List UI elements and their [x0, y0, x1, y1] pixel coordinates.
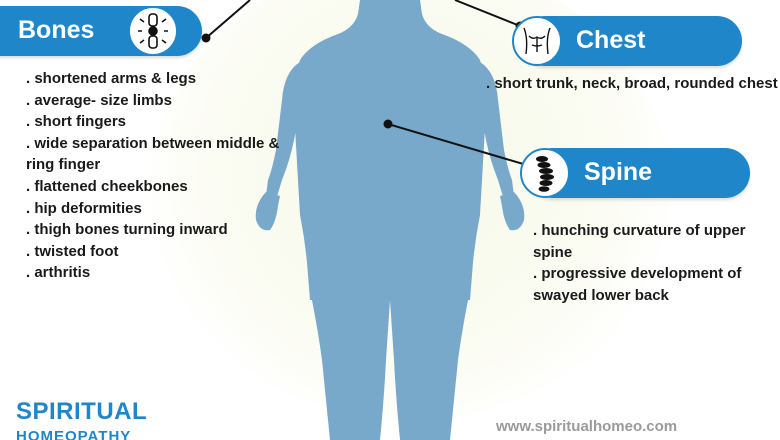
- chest-title: Chest: [576, 26, 646, 54]
- spine-list: . hunching curvature of upper spine . pr…: [533, 220, 773, 306]
- brand-subname: HOMEOPATHY: [16, 428, 132, 440]
- bones-title: Bones: [18, 16, 95, 44]
- list-item: . shortened arms & legs: [26, 70, 197, 87]
- list-item: . twisted foot: [26, 242, 119, 260]
- torso-icon: [512, 16, 562, 66]
- bones-connector: [205, 0, 251, 39]
- list-item: . short trunk, neck, broad, rounded ches…: [486, 75, 778, 92]
- spine-connector-dot: [383, 119, 393, 129]
- list-item: . arthritis: [26, 264, 91, 282]
- list-item: . flattened cheekbones: [26, 177, 188, 195]
- list-item: . thigh bones turning inward: [26, 221, 228, 239]
- spine-title: Spine: [584, 158, 653, 186]
- spine-callout: Spine: [520, 148, 750, 198]
- list-item: . hip deformities: [26, 199, 142, 217]
- vertebrae-icon: [520, 148, 570, 198]
- list-item: . short fingers: [26, 113, 127, 131]
- bones-list: . shortened arms & legs . average- size …: [26, 68, 286, 284]
- list-item: . wide separation between middle & ring …: [26, 134, 280, 174]
- bones-connector-dot: [201, 33, 211, 43]
- chest-connector: [454, 0, 521, 27]
- knee-joint-icon: [128, 6, 178, 56]
- website-url[interactable]: www.spiritualhomeo.com: [496, 418, 678, 435]
- chest-callout: Chest: [512, 16, 742, 66]
- spine-connector: [387, 123, 531, 167]
- chest-list: . short trunk, neck, broad, rounded ches…: [486, 73, 780, 95]
- list-item: . average- size limbs: [26, 91, 172, 109]
- list-item: . hunching curvature of upper spine: [533, 222, 746, 261]
- list-item: . progressive development of swayed lowe…: [533, 265, 742, 304]
- brand-name: SPIRITUAL: [16, 398, 148, 425]
- bones-callout: Bones: [0, 6, 202, 56]
